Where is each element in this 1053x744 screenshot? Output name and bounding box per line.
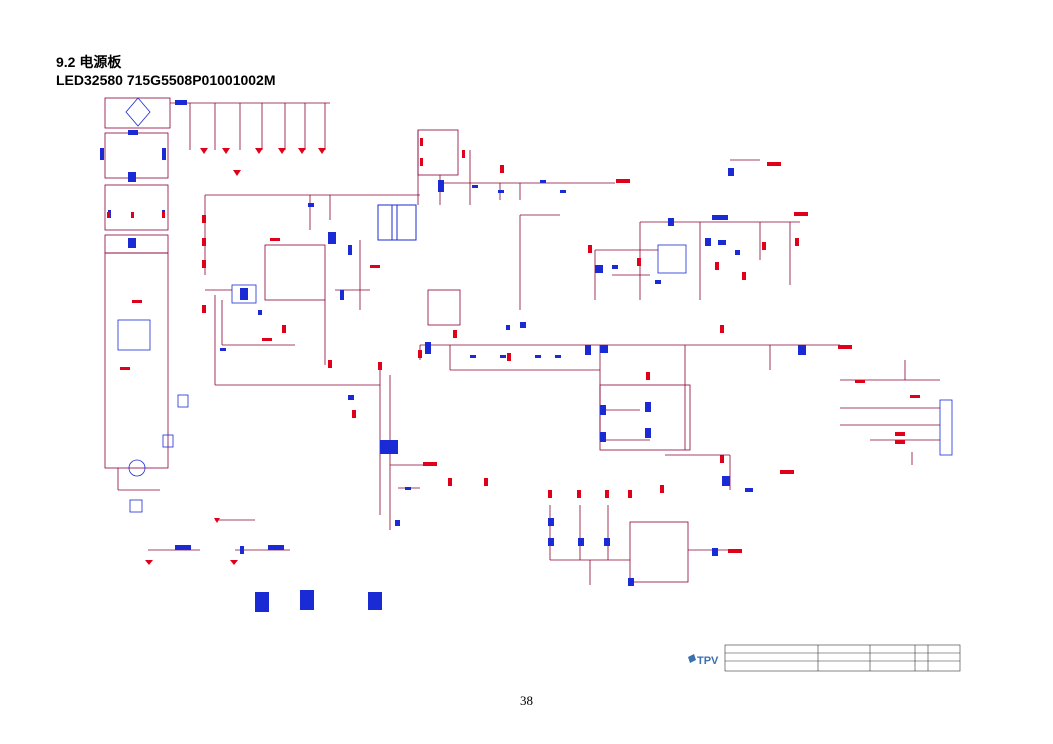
dcdc-red-markers [588,212,808,280]
secondary-section [389,129,840,530]
protection-section [549,384,731,585]
secondary-red-markers [378,138,852,486]
tpv-logo-text: TPV [697,655,719,667]
misc-red-markers [145,518,238,565]
title-block [724,644,961,672]
primary-red-markers [202,215,380,418]
protection-red-markers [548,470,794,553]
page-number: 38 [520,693,533,708]
input-red-markers [107,148,326,370]
primary-components [220,203,354,400]
tpv-logo: TPV [688,654,719,667]
input-components [100,100,187,248]
input-filter-section [104,97,330,513]
dcdc-section [594,159,800,300]
secondary-components [380,168,806,526]
dcdc-components [595,215,740,284]
model-line: LED32580 715G5508P01001002M [56,72,276,88]
primary-section [204,194,420,515]
output-connector [840,360,953,465]
misc-parts-fill [175,545,382,612]
protection-components [548,402,753,586]
transformer [377,204,417,241]
connector-red-markers [855,380,920,444]
section-heading: 9.2 电源板 [56,54,122,70]
